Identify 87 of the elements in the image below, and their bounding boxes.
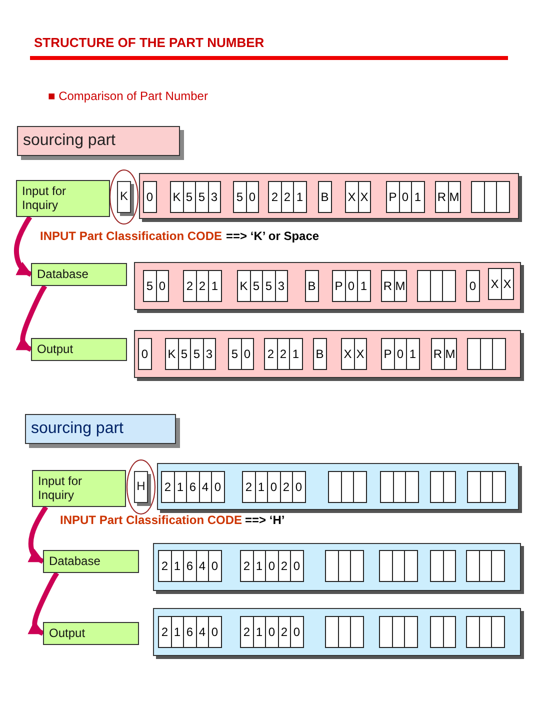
part-number-strip [157,463,519,510]
part-code-character: 2 [242,471,256,503]
step-label-box: Database [43,550,139,573]
code-instruction: INPUT Part Classification CODE [60,513,242,527]
curved-arrow [28,572,60,636]
part-code-character: X [354,338,367,370]
part-code-character: 6 [186,471,200,503]
step-label-box: Database [31,263,127,286]
part-number-strip [134,262,521,310]
part-code-character: 5 [143,270,156,302]
part-code-character: 2 [264,338,278,370]
part-code-character: 5 [233,181,246,213]
classification-code-cell: H [134,471,148,503]
part-code-character: 0 [265,550,278,582]
part-code-character: X [341,338,354,370]
part-code-character: 1 [406,338,420,370]
part-code-character: 5 [195,181,208,213]
part-code-character: 2 [183,270,196,302]
part-number-strip [134,330,521,378]
part-code-character: 6 [183,616,196,648]
part-code-character: 2 [268,181,282,213]
part-code-character: 0 [208,616,222,648]
part-code-character: 0 [292,471,306,503]
part-code-character: 1 [293,181,306,213]
part-code-character: 2 [158,550,172,582]
part-code-character: 1 [289,338,302,370]
part-code-character: 0 [267,471,280,503]
part-code-character: P [386,181,400,213]
part-code-character: 0 [143,181,156,213]
part-code-character: P [381,338,394,370]
part-code-character: R [381,270,394,302]
part-code-character: 5 [228,338,242,370]
part-code-character: 5 [262,270,276,302]
part-code-character: 0 [466,270,480,302]
curved-arrow [16,284,48,352]
part-code-character: 0 [156,270,169,302]
part-code-character: M [394,270,407,302]
part-code-character: 0 [138,338,152,370]
part-code-character: K [237,270,250,302]
part-code-character: B [313,338,326,370]
part-code-character: M [444,338,457,370]
step-label-box: Output [43,622,139,645]
part-code-character: K [165,338,178,370]
part-code-character: 0 [208,550,222,582]
part-code-character: X [358,181,371,213]
part-code-character: X [345,181,358,213]
part-code-character: R [435,181,448,213]
part-code-character: X [488,268,502,300]
code-instruction: INPUT Part Classification CODE [40,229,222,243]
part-code-character: 0 [290,616,304,648]
code-value: ==> ‘K’ or Space [226,229,320,243]
part-code-character: M [448,181,461,213]
code-value: ==> ‘H’ [245,513,285,527]
part-code-character: B [318,181,332,213]
part-code-character: 1 [411,181,424,213]
page-title: STRUCTURE OF THE PART NUMBER [34,35,264,50]
part-code-character: 0 [211,471,224,503]
part-code-character: 2 [240,550,254,582]
part-code-character: 6 [183,550,196,582]
part-code-character: 1 [357,270,370,302]
step-label-box: Input for Inquiry [16,180,110,217]
step-label-box: Input for Inquiry [32,470,126,507]
classification-code-cell: K [117,181,131,213]
part-code-character: 3 [202,338,216,370]
step-label-box: Output [31,338,127,361]
curved-arrow [14,216,32,277]
part-code-character: 1 [208,270,222,302]
part-code-character: 0 [265,616,278,648]
part-code-character: 0 [246,181,259,213]
part-code-character: 3 [274,270,288,302]
subheading: ■ Comparison of Part Number [48,89,208,103]
part-code-character: P [332,270,346,302]
part-code-character: R [431,338,444,370]
part-code-character: 0 [240,338,254,370]
part-number-strip [153,543,521,591]
part-code-character: 5 [190,338,204,370]
curved-arrow [28,506,48,564]
part-code-character: 2 [240,616,254,648]
part-code-character: 0 [290,550,304,582]
part-code-character: 2 [161,471,174,503]
part-number-strip [153,608,521,656]
part-code-character: X [500,268,514,300]
part-code-character: 3 [208,181,221,213]
part-code-character: K [170,181,184,213]
part-number-strip [139,173,519,219]
part-code-character: B [305,270,318,302]
part-code-character: 2 [158,616,172,648]
